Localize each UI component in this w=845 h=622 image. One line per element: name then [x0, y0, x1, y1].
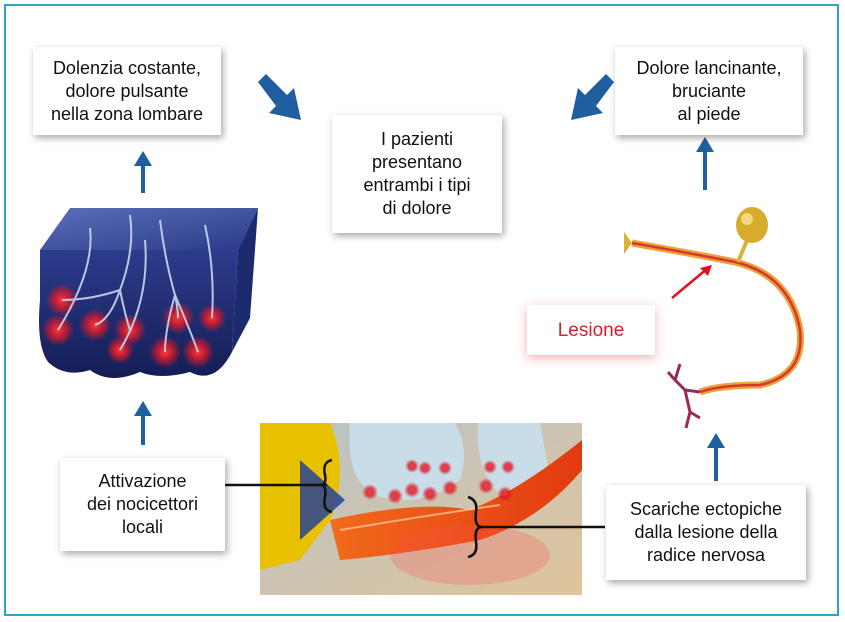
arrow-up-right-bottom [707, 433, 725, 481]
arrow-up-left-bottom [134, 401, 152, 445]
box-both-pain-types: I pazienti presentano entrambi i tipi di… [332, 115, 502, 233]
arrow-up-left-top [134, 151, 152, 193]
lesion-pointer-arrow [672, 265, 712, 298]
arrow-diagonal-right [571, 74, 614, 120]
box-constant-pain: Dolenzia costante, dolore pulsante nella… [33, 47, 221, 135]
tissue-block-illustration [39, 208, 258, 378]
box-nociceptor-activation: Attivazione dei nocicettori locali [60, 458, 225, 551]
spine-cross-section-illustration [260, 423, 582, 595]
box-ectopic-discharges: Scariche ectopiche dalla lesione della r… [606, 485, 806, 580]
arrow-diagonal-left [258, 74, 301, 120]
box-shooting-pain: Dolore lancinante, bruciante al piede [615, 47, 803, 135]
arrow-up-right-top [696, 137, 714, 190]
box-lesion: Lesione [527, 305, 655, 355]
